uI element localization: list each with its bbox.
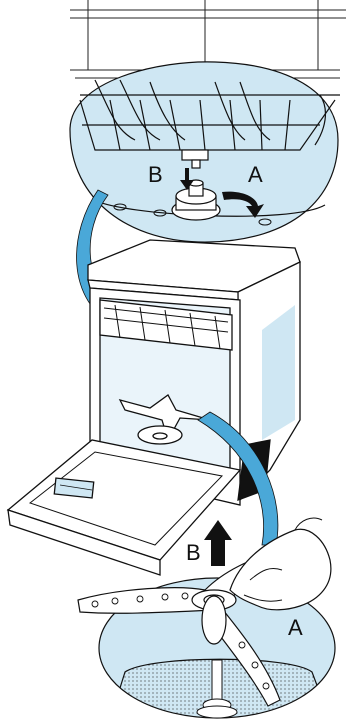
arrow-up-icon: [204, 520, 232, 566]
label-top-a: A: [248, 162, 263, 187]
arrow-down-icon: [180, 168, 194, 190]
upper-zoom-view: [69, 0, 346, 243]
dishwasher: [6, 239, 301, 576]
label-bottom-b: B: [186, 540, 201, 565]
rotate-arrow-icon: [222, 191, 264, 218]
label-top-b: B: [148, 162, 163, 187]
lower-zoom-view: [77, 517, 336, 719]
label-bottom-a: A: [288, 615, 303, 640]
